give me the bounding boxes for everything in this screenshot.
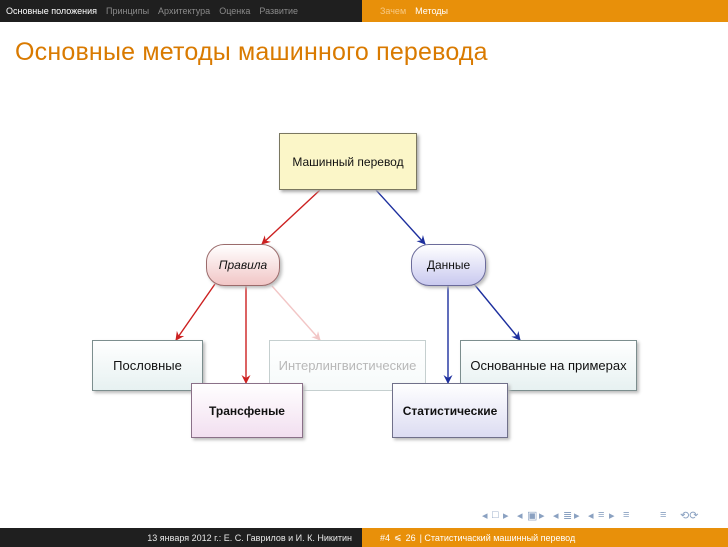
nav-subsection-next-icon[interactable]: ▸ <box>574 510 580 522</box>
page-total: 26 <box>405 532 416 543</box>
nav-doc-prev-icon[interactable]: ◂ <box>588 510 594 522</box>
nav-doc-next-icon[interactable]: ▸ <box>609 510 615 522</box>
nav-frame-prev-icon[interactable]: ◂ <box>482 510 488 522</box>
nav-section-prev-icon[interactable]: ◂ <box>517 510 523 522</box>
search-icon[interactable]: ⟲⟳ <box>680 510 699 522</box>
nav-why[interactable]: Зачем <box>380 6 407 16</box>
nav-section-next-icon[interactable]: ▸ <box>539 510 545 522</box>
subsection-nav: Зачем Методы <box>362 0 728 22</box>
nav-subsection-prev-icon[interactable]: ◂ <box>553 510 559 522</box>
node-word-based: Пословные <box>92 340 203 391</box>
node-transfer: Трансфеные <box>191 383 303 438</box>
node-data: Данные <box>411 244 486 286</box>
nav-frame-icon[interactable]: □ <box>492 509 499 521</box>
nav-toc-icon[interactable]: ≡ <box>660 509 667 521</box>
arrow-root-to-rules <box>261 189 321 245</box>
nav-subsection-icon[interactable]: ≣ <box>563 510 573 522</box>
footer-right: #4 ⩽ 26 | Статистичаский машинный перево… <box>362 528 728 547</box>
node-rules: Правила <box>206 244 280 286</box>
nav-development[interactable]: Развитие <box>259 6 299 16</box>
arrow-rules-to-word <box>175 283 216 341</box>
footer-doc-title: | Статистичаский машинный перевод <box>419 532 576 543</box>
top-navigation-bar: Основные положения Принципы Архитектура … <box>0 0 728 22</box>
footer-bar: 13 января 2012 г.: Е. С. Гаврилов и И. К… <box>0 528 728 547</box>
nav-frame-next-icon[interactable]: ▸ <box>503 510 509 522</box>
slide-title: Основные методы машинного перевода <box>15 38 488 66</box>
section-nav: Основные положения Принципы Архитектура … <box>0 0 362 22</box>
arrow-rules-to-inter <box>271 285 321 341</box>
page-number: #4 <box>380 532 391 543</box>
node-machine-translation: Машинный перевод <box>279 133 417 190</box>
nav-basics[interactable]: Основные положения <box>6 6 98 16</box>
nav-doc-icon[interactable]: ≡ <box>598 509 605 521</box>
node-example-based: Основанные на примерах <box>460 340 637 391</box>
nav-appendix-icon[interactable]: ≡ <box>623 509 630 521</box>
nav-architecture[interactable]: Архитектура <box>158 6 211 16</box>
nav-methods[interactable]: Методы <box>415 6 448 16</box>
arrow-data-to-examples <box>473 283 521 341</box>
arrow-root-to-data <box>375 189 426 245</box>
page-separator: ⩽ <box>394 532 402 542</box>
nav-section-icon[interactable]: ▣ <box>527 510 538 522</box>
nav-evaluation[interactable]: Оценка <box>219 6 251 16</box>
nav-principles[interactable]: Принципы <box>106 6 150 16</box>
node-statistical: Статистические <box>392 383 508 438</box>
footer-authors: 13 января 2012 г.: Е. С. Гаврилов и И. К… <box>0 528 362 547</box>
node-interlingua: Интерлингвистические <box>269 340 426 391</box>
